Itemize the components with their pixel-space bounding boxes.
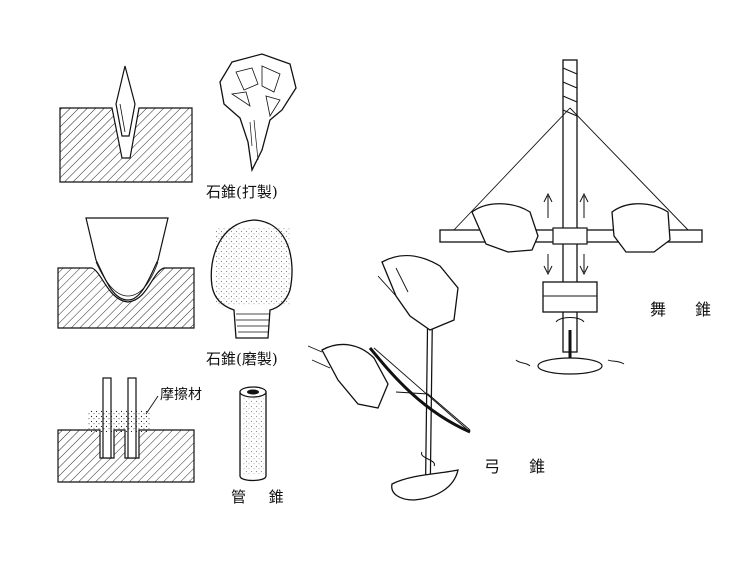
stone-drill-ground-label: 石錐(磨製): [206, 350, 278, 368]
bow-drill-label: 弓 錐: [484, 457, 558, 476]
stone-drill-striking-label: 石錐(打製): [206, 183, 278, 201]
rounded-drill-section: [57, 217, 195, 329]
tube-drill: [239, 386, 267, 482]
striking-stone-drill: [219, 53, 297, 173]
pointed-drill-section: [59, 65, 193, 183]
pump-drill-label: 舞 錐: [650, 300, 724, 319]
tube-drill-section: [57, 377, 195, 483]
pump-drill: [439, 59, 703, 375]
abrasive-label: 摩擦材: [160, 387, 202, 403]
ground-stone-drill: [210, 219, 293, 339]
bow-drill: [307, 254, 471, 501]
tube-drill-label: 管 錐: [231, 488, 293, 506]
